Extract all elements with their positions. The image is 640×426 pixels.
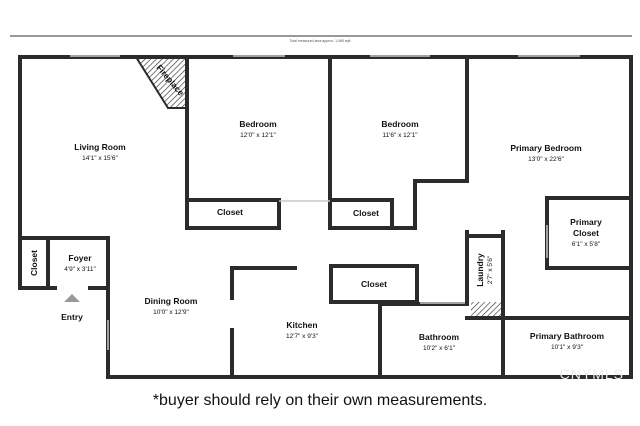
primary-closet-dim: 6'1" x 5'8" bbox=[572, 241, 601, 248]
foyer-dim: 4'9" x 3'11" bbox=[64, 266, 96, 273]
watermark-text: CNYMLS bbox=[559, 366, 624, 382]
disclaimer-text: *buyer should rely on their own measurem… bbox=[152, 392, 488, 409]
dining-room-label: Dining Room bbox=[145, 296, 198, 306]
bathroom-label: Bathroom bbox=[419, 332, 460, 342]
laundry-label: Laundry bbox=[475, 253, 485, 287]
closet-hall-label: Closet bbox=[361, 279, 387, 289]
bedroom-2-label: Bedroom bbox=[381, 119, 419, 129]
entry-label: Entry bbox=[61, 312, 83, 322]
living-room-dim: 14'1" x 15'6" bbox=[82, 155, 118, 162]
entry-arrow-icon bbox=[64, 294, 80, 302]
primary-bathroom-dim: 10'1" x 9'3" bbox=[551, 344, 584, 351]
walls bbox=[18, 55, 633, 379]
primary-closet-label-line2: Closet bbox=[573, 228, 599, 238]
laundry-dim: 2'7" x 5'6" bbox=[487, 255, 494, 284]
closet-bedroom-2-label: Closet bbox=[353, 208, 379, 218]
primary-bathroom-label: Primary Bathroom bbox=[530, 331, 605, 341]
windows bbox=[70, 55, 580, 350]
closet-entry-label: Closet bbox=[29, 250, 39, 276]
laundry-hatch bbox=[471, 302, 501, 316]
plan-area-note: Total measured area approx. 1,065 sqft bbox=[290, 39, 351, 43]
living-room-label: Living Room bbox=[74, 142, 126, 152]
bedroom-1-label: Bedroom bbox=[239, 119, 277, 129]
dining-room-dim: 10'0" x 12'9" bbox=[153, 309, 189, 316]
primary-bedroom-label: Primary Bedroom bbox=[510, 143, 582, 153]
bedroom-2-dim: 11'6" x 12'1" bbox=[382, 132, 418, 139]
foyer-label: Foyer bbox=[68, 253, 92, 263]
kitchen-label: Kitchen bbox=[286, 320, 317, 330]
closet-bedroom-1-label: Closet bbox=[217, 207, 243, 217]
bedroom-1-dim: 12'0" x 12'1" bbox=[240, 132, 276, 139]
primary-bedroom-dim: 13'0" x 22'6" bbox=[528, 156, 564, 163]
kitchen-dim: 12'7" x 9'3" bbox=[286, 333, 319, 340]
bathroom-dim: 10'2" x 6'1" bbox=[423, 345, 456, 352]
floor-plan: Total measured area approx. 1,065 sqft bbox=[10, 35, 633, 379]
primary-closet-label-line1: Primary bbox=[570, 217, 602, 227]
